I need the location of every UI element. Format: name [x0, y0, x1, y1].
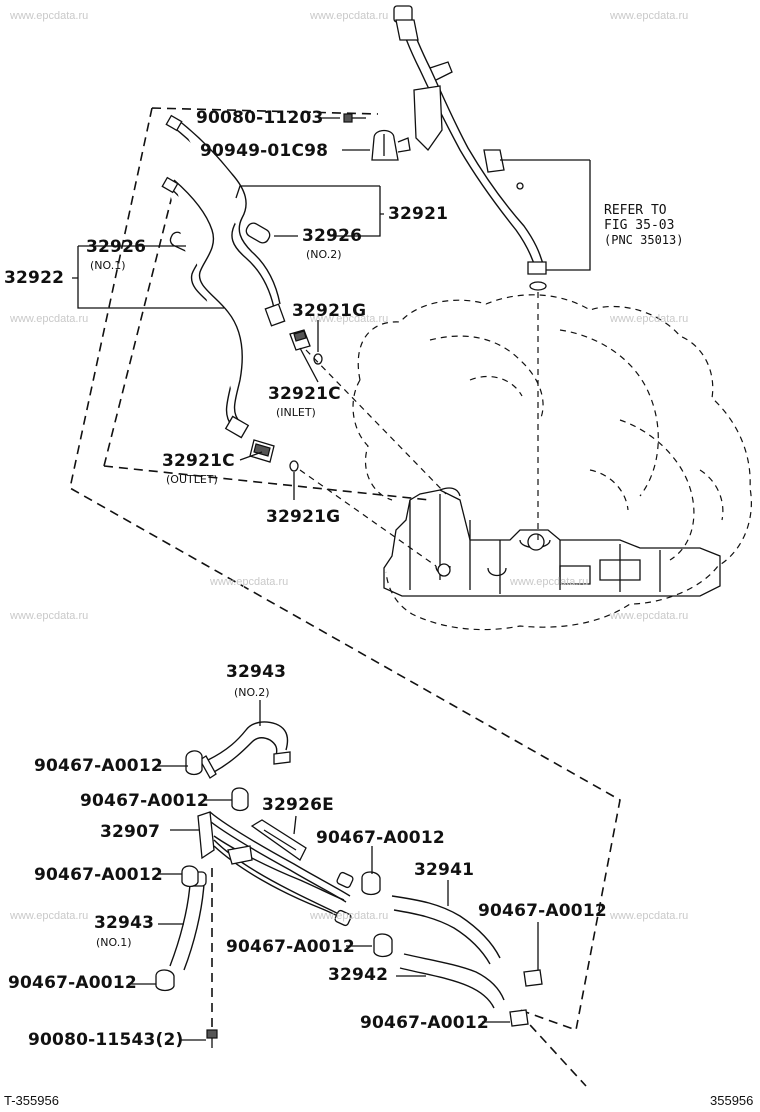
label-hose-32941: 32941 — [414, 860, 475, 880]
bracket-32926e — [250, 819, 307, 861]
dipstick-tube — [393, 5, 547, 291]
label-gasket-32921g-top: 32921G — [292, 301, 367, 321]
valve-body — [383, 487, 721, 597]
assembly-boundary-lower — [211, 868, 587, 1087]
union-32921c-outlet — [249, 439, 275, 463]
union-leaders — [299, 349, 447, 567]
label-union-32921c-outlet-sub: (OUTLET) — [166, 473, 218, 486]
label-union-32921c-inlet: 32921C — [268, 384, 341, 404]
label-bolt-top: 90080-11203 — [196, 108, 324, 128]
hose-32926-no2 — [245, 222, 271, 244]
watermark: www.epcdata.ru — [10, 10, 89, 22]
label-clamp-b: 90467-A0012 — [80, 791, 209, 811]
reference-note: REFER TO FIG 35-03 (PNC 35013) — [604, 203, 683, 248]
watermark: www.epcdata.ru — [210, 576, 289, 588]
label-tube-32921: 32921 — [388, 204, 449, 224]
hose-32943-no2 — [199, 721, 291, 779]
label-union-32921c-inlet-sub: (INLET) — [276, 406, 316, 419]
union-32921c-inlet — [289, 329, 311, 351]
watermark: www.epcdata.ru — [10, 610, 89, 622]
label-gasket-32921g-bottom: 32921G — [266, 507, 341, 527]
label-hose-32926-no2: 32926 — [302, 226, 363, 246]
label-hose-32943-no1: 32943 — [94, 913, 155, 933]
label-tube-32922: 32922 — [4, 268, 65, 288]
transmission-outline — [352, 294, 752, 631]
footer-right-id: 355956 — [710, 1093, 754, 1108]
reference-line-2: FIG 35-03 — [604, 218, 675, 233]
pipe-32907 — [197, 811, 354, 927]
reference-line-1: REFER TO — [604, 203, 667, 218]
label-pipe-32926e: 32926E — [262, 795, 334, 815]
label-hose-32942: 32942 — [328, 965, 389, 985]
clamps-90467-A0012 — [155, 750, 543, 1027]
label-clamp-h: 90467-A0012 — [360, 1013, 489, 1033]
bolt-90080-11543 — [206, 1029, 218, 1048]
label-hose-32943-no1-sub: (NO.1) — [96, 936, 132, 949]
lower-leaders — [128, 700, 539, 1041]
tube-32921 — [165, 114, 286, 327]
watermark: www.epcdata.ru — [610, 610, 689, 622]
clamp-90949-01C98 — [371, 129, 411, 161]
label-hose-32926-no1: 32926 — [86, 237, 147, 257]
reference-line-3: (PNC 35013) — [604, 233, 684, 247]
footer-left-id: T-355956 — [4, 1093, 59, 1108]
label-union-32921c-outlet: 32921C — [162, 451, 235, 471]
watermark: www.epcdata.ru — [610, 313, 689, 325]
label-clamp-a: 90467-A0012 — [34, 756, 163, 776]
label-clamp-f: 90467-A0012 — [226, 937, 355, 957]
assembly-boundary — [69, 107, 621, 1032]
watermark: www.epcdata.ru — [310, 10, 389, 22]
watermark: www.epcdata.ru — [510, 576, 589, 588]
watermark: www.epcdata.ru — [10, 910, 89, 922]
watermark: www.epcdata.ru — [610, 10, 689, 22]
label-hose-32943-no2-sub: (NO.2) — [234, 686, 270, 699]
label-hose-32926-no2-sub: (NO.2) — [306, 248, 342, 261]
label-clamp-g: 90467-A0012 — [8, 973, 137, 993]
label-hose-32943-no2: 32943 — [226, 662, 287, 682]
label-hose-32926-no1-sub: (NO.1) — [90, 259, 126, 272]
watermark: www.epcdata.ru — [310, 910, 389, 922]
label-clamp-c: 90467-A0012 — [316, 828, 445, 848]
watermark: www.epcdata.ru — [310, 313, 389, 325]
hose-32941 — [391, 895, 501, 965]
label-clamp-e: 90467-A0012 — [478, 901, 607, 921]
label-pipe-32907: 32907 — [100, 822, 161, 842]
label-bolt-bottom: 90080-11543(2) — [28, 1030, 184, 1050]
hose-32942 — [399, 953, 505, 1009]
bolt-90080-11203 — [343, 113, 366, 123]
gasket-32921g-bottom — [289, 460, 299, 472]
watermark: www.epcdata.ru — [10, 313, 89, 325]
watermark: www.epcdata.ru — [610, 910, 689, 922]
label-clamp-top: 90949-01C98 — [200, 141, 329, 161]
upper-leaders — [72, 117, 591, 500]
label-clamp-d: 90467-A0012 — [34, 865, 163, 885]
